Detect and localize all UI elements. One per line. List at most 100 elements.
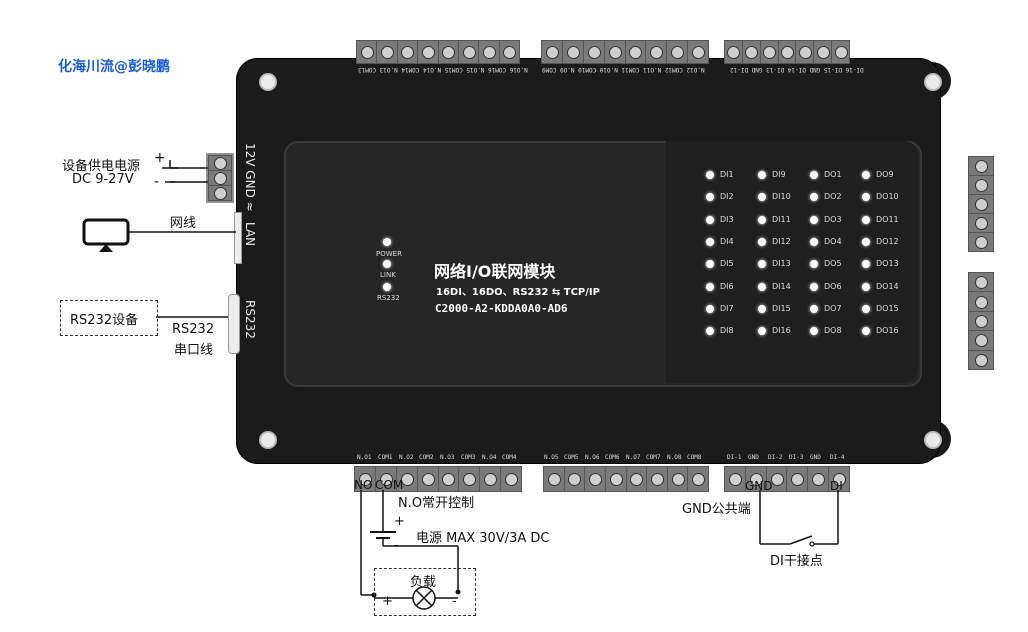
power-terminal-screws [208, 155, 232, 201]
bottom-terminal-label: N.O3 [440, 454, 455, 461]
bottom-terminal-label: N.O8 [667, 454, 682, 461]
right-terminal-block-2 [968, 272, 994, 370]
status-led-di5 [706, 260, 714, 269]
status-led-label: DI10 [772, 192, 791, 202]
watermark-text: 化海川流@彭晓鹏 [58, 59, 170, 75]
device-model: C2000-A2-KDDA0A0-AD6 [435, 302, 568, 315]
status-led-label: DI4 [720, 236, 734, 246]
power-max-label: 电源 MAX 30V/3A DC [416, 531, 550, 546]
status-led-label: DI2 [720, 192, 734, 202]
status-led-do10 [862, 193, 870, 202]
status-led-di14 [758, 282, 766, 291]
bottom-terminal-label: N.O2 [399, 454, 414, 461]
status-led-label: DO11 [876, 214, 899, 224]
bottom-terminal-label: GND [748, 454, 759, 461]
status-led-label: DI15 [772, 303, 791, 313]
status-led-label: DI14 [772, 281, 791, 291]
status-led-label: DI8 [720, 326, 734, 336]
bottom-terminal-label: COM2 [419, 454, 434, 461]
status-led-do5 [810, 260, 818, 269]
status-led-label: DI3 [720, 214, 734, 224]
status-led-do6 [810, 282, 818, 291]
status-led-do8 [810, 327, 818, 336]
status-led-label: DI9 [772, 170, 786, 179]
power-led [383, 238, 391, 246]
status-led-label: DO13 [876, 259, 899, 269]
di-terminal-label: DI [830, 479, 843, 493]
status-led-label: DO4 [824, 236, 842, 246]
network-cable-label: 网线 [170, 216, 197, 231]
bottom-terminal-label: DI-1 [727, 454, 742, 461]
status-led-label: DI11 [772, 214, 791, 224]
status-led-di6 [706, 282, 714, 291]
status-led-di13 [758, 260, 766, 269]
gnd-terminal-label: GND [745, 479, 773, 493]
status-led-do16 [862, 327, 870, 336]
load-label: 负载 [410, 575, 437, 590]
status-led-label: DI5 [720, 259, 734, 269]
relay-minus-label: - [394, 538, 399, 553]
status-led-label: DI7 [720, 303, 734, 313]
status-led-label: DO10 [876, 192, 899, 202]
gnd-common-label: GND公共端 [682, 502, 751, 517]
mount-hole-icon [924, 431, 942, 449]
status-led-di11 [758, 215, 766, 224]
status-led-di3 [706, 215, 714, 224]
link-led-label: LINK [380, 271, 396, 279]
status-led-label: DO6 [824, 281, 842, 291]
mount-hole-icon [259, 431, 277, 449]
status-led-do4 [810, 237, 818, 246]
bottom-terminal-label: N.O1 [357, 454, 372, 461]
rs232-cable-label-2: 串口线 [174, 343, 214, 358]
status-led-label: DO2 [824, 192, 842, 202]
power-range-label: DC 9-27V [72, 172, 134, 187]
bottom-terminal-label: DI-4 [830, 454, 845, 461]
load-minus-label: - [452, 594, 457, 609]
bottom-terminal-label: COM8 [687, 454, 702, 461]
status-led-label: DI6 [720, 281, 734, 291]
power-minus-label: - [154, 174, 160, 190]
bottom-terminal-label: COM4 [502, 454, 517, 461]
top-terminal-block-1 [356, 40, 520, 64]
power-source-label: 设备供电电源 [62, 159, 141, 174]
status-led-label: DO16 [876, 326, 899, 336]
bottom-terminal-label: DI-3 [789, 454, 804, 461]
status-led-label: DO15 [876, 303, 899, 313]
bottom-terminal-block-3 [724, 466, 850, 492]
status-led-do7 [810, 304, 818, 313]
status-led-label: DO8 [824, 326, 842, 336]
status-led-di8 [706, 327, 714, 336]
status-led-do1 [810, 171, 818, 179]
rs232-cable-label-1: RS232 [172, 322, 215, 337]
status-led-di7 [706, 304, 714, 313]
status-led-do2 [810, 193, 818, 202]
status-led-label: DI16 [772, 326, 791, 336]
no-terminal-label: NO [354, 478, 373, 492]
status-led-do9 [862, 171, 870, 179]
right-terminal-block-1 [968, 156, 994, 252]
status-led-label: DO14 [876, 281, 899, 291]
status-led-di9 [758, 171, 766, 179]
bottom-terminal-label: COM3 [461, 454, 476, 461]
status-led-label: DI13 [772, 259, 791, 269]
mount-hole-icon [259, 73, 277, 91]
rs232-led [383, 283, 391, 291]
status-led-label: DO12 [876, 236, 899, 246]
status-led-label: DO9 [876, 170, 894, 179]
rs232-device-label: RS232设备 [70, 313, 139, 328]
status-led-di10 [758, 193, 766, 202]
rs232-led-label: RS232 [377, 294, 400, 302]
bottom-terminal-label: N.O6 [585, 454, 600, 461]
bottom-terminal-block-1 [354, 466, 522, 492]
top-terminal-block-3 [724, 40, 850, 64]
status-led-label: DI12 [772, 236, 791, 246]
device-subtitle: 16DI、16DO、RS232 ⇆ TCP/IP [436, 287, 600, 298]
top-terminal-block-2 [541, 40, 709, 64]
device-title: 网络I/O联网模块 [434, 262, 556, 281]
bottom-terminal-block-2 [543, 466, 709, 492]
load-box [374, 568, 476, 616]
status-led-label: DO3 [824, 214, 842, 224]
bottom-terminal-label: COM1 [378, 454, 393, 461]
status-led-di16 [758, 327, 766, 336]
status-led-di15 [758, 304, 766, 313]
